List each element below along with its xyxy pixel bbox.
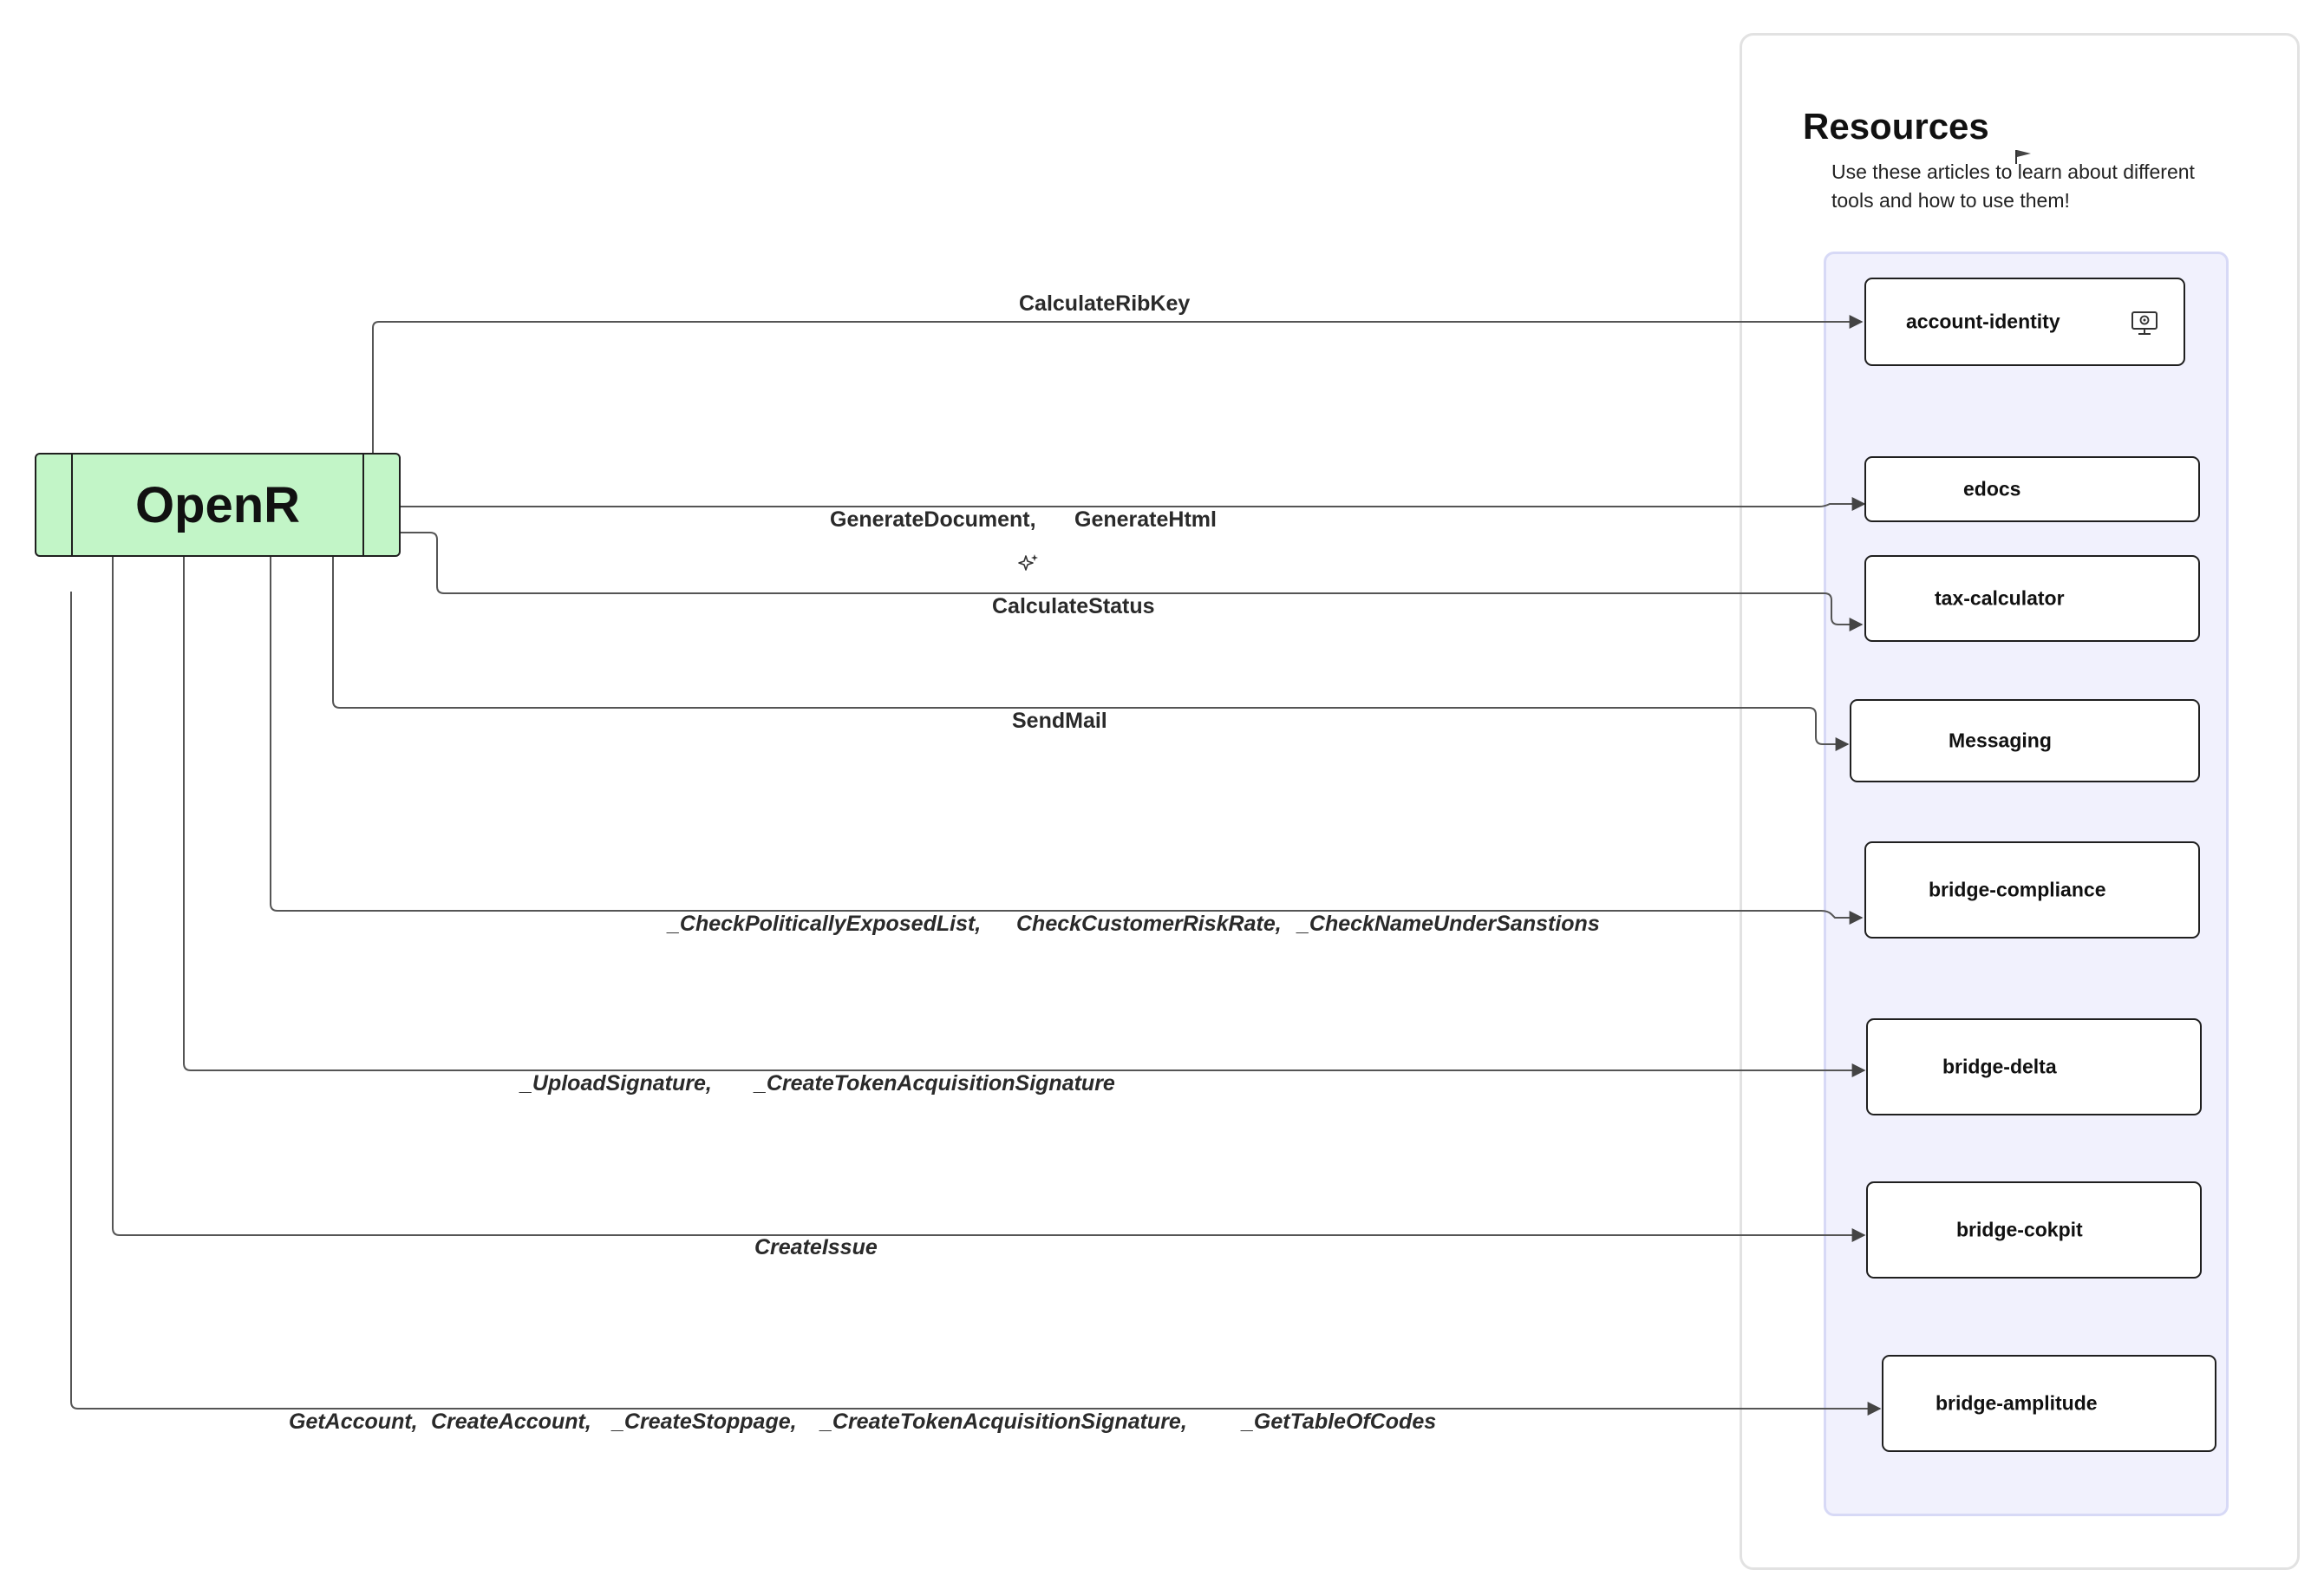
connector-bridge-compliance <box>270 557 1864 925</box>
node-label: tax-calculator <box>1935 586 2065 610</box>
connector-edocs <box>401 497 1866 511</box>
edge-label[interactable]: GenerateHtml <box>1074 507 1217 532</box>
edge-label[interactable]: _CreateTokenAcquisitionSignature, <box>820 1410 1187 1434</box>
node-label: bridge-cokpit <box>1956 1218 2083 1241</box>
edge-label[interactable]: SendMail <box>1012 709 1107 733</box>
connector-account-identity <box>372 315 1864 453</box>
connector-bridge-delta <box>183 557 1866 1077</box>
edge-label[interactable]: CalculateRibKey <box>1019 291 1191 316</box>
connector-bridge-cokpit <box>112 557 1866 1242</box>
node-bridge-compliance[interactable]: bridge-compliance <box>1864 841 2200 939</box>
edge-label[interactable]: GenerateDocument, <box>830 507 1036 532</box>
edge-label[interactable]: _CreateStoppage, <box>612 1410 797 1434</box>
connector-messaging <box>332 557 1850 751</box>
node-bridge-delta[interactable]: bridge-delta <box>1866 1018 2202 1115</box>
connector-bridge-amplitude <box>70 592 1882 1416</box>
openr-left-divider <box>71 455 73 555</box>
edge-label[interactable]: CheckCustomerRiskRate, <box>1016 912 1282 936</box>
monitor-icon <box>2131 311 2158 335</box>
node-label: bridge-amplitude <box>1936 1391 2098 1415</box>
node-label: Messaging <box>1949 729 2052 752</box>
node-bridge-amplitude[interactable]: bridge-amplitude <box>1882 1355 2216 1452</box>
edge-label[interactable]: GetAccount, <box>289 1410 418 1434</box>
openr-title: OpenR <box>134 476 301 533</box>
edge-label[interactable]: CreateAccount, <box>431 1410 591 1434</box>
edge-label[interactable]: _GetTableOfCodes <box>1242 1410 1437 1434</box>
node-edocs[interactable]: edocs <box>1864 456 2200 522</box>
edge-label[interactable]: _CreateTokenAcquisitionSignature <box>754 1071 1115 1096</box>
edge-label[interactable]: _CheckNameUnderSanstions <box>1297 912 1600 936</box>
connector-tax-calculator <box>401 532 1864 631</box>
openr-node[interactable]: OpenR <box>35 453 401 557</box>
node-messaging[interactable]: Messaging <box>1850 699 2200 782</box>
openr-right-divider <box>362 455 364 555</box>
node-label: edocs <box>1963 477 2021 500</box>
edge-label[interactable]: CreateIssue <box>754 1235 878 1259</box>
edge-label[interactable]: CalculateStatus <box>992 594 1155 618</box>
edge-label[interactable]: _CheckPoliticallyExposedList, <box>668 912 982 936</box>
flag-icon <box>2015 150 2031 164</box>
node-label: account-identity <box>1906 310 2060 333</box>
node-tax-calculator[interactable]: tax-calculator <box>1864 555 2200 642</box>
edge-label[interactable]: _UploadSignature, <box>520 1071 712 1096</box>
resources-description: Use these articles to learn about differ… <box>1831 160 2195 212</box>
node-label: bridge-compliance <box>1929 878 2106 901</box>
node-label: bridge-delta <box>1942 1055 2057 1078</box>
node-bridge-cokpit[interactable]: bridge-cokpit <box>1866 1181 2202 1279</box>
resources-title: Resources <box>1803 106 1989 147</box>
sparkle-icon[interactable] <box>1016 552 1041 576</box>
